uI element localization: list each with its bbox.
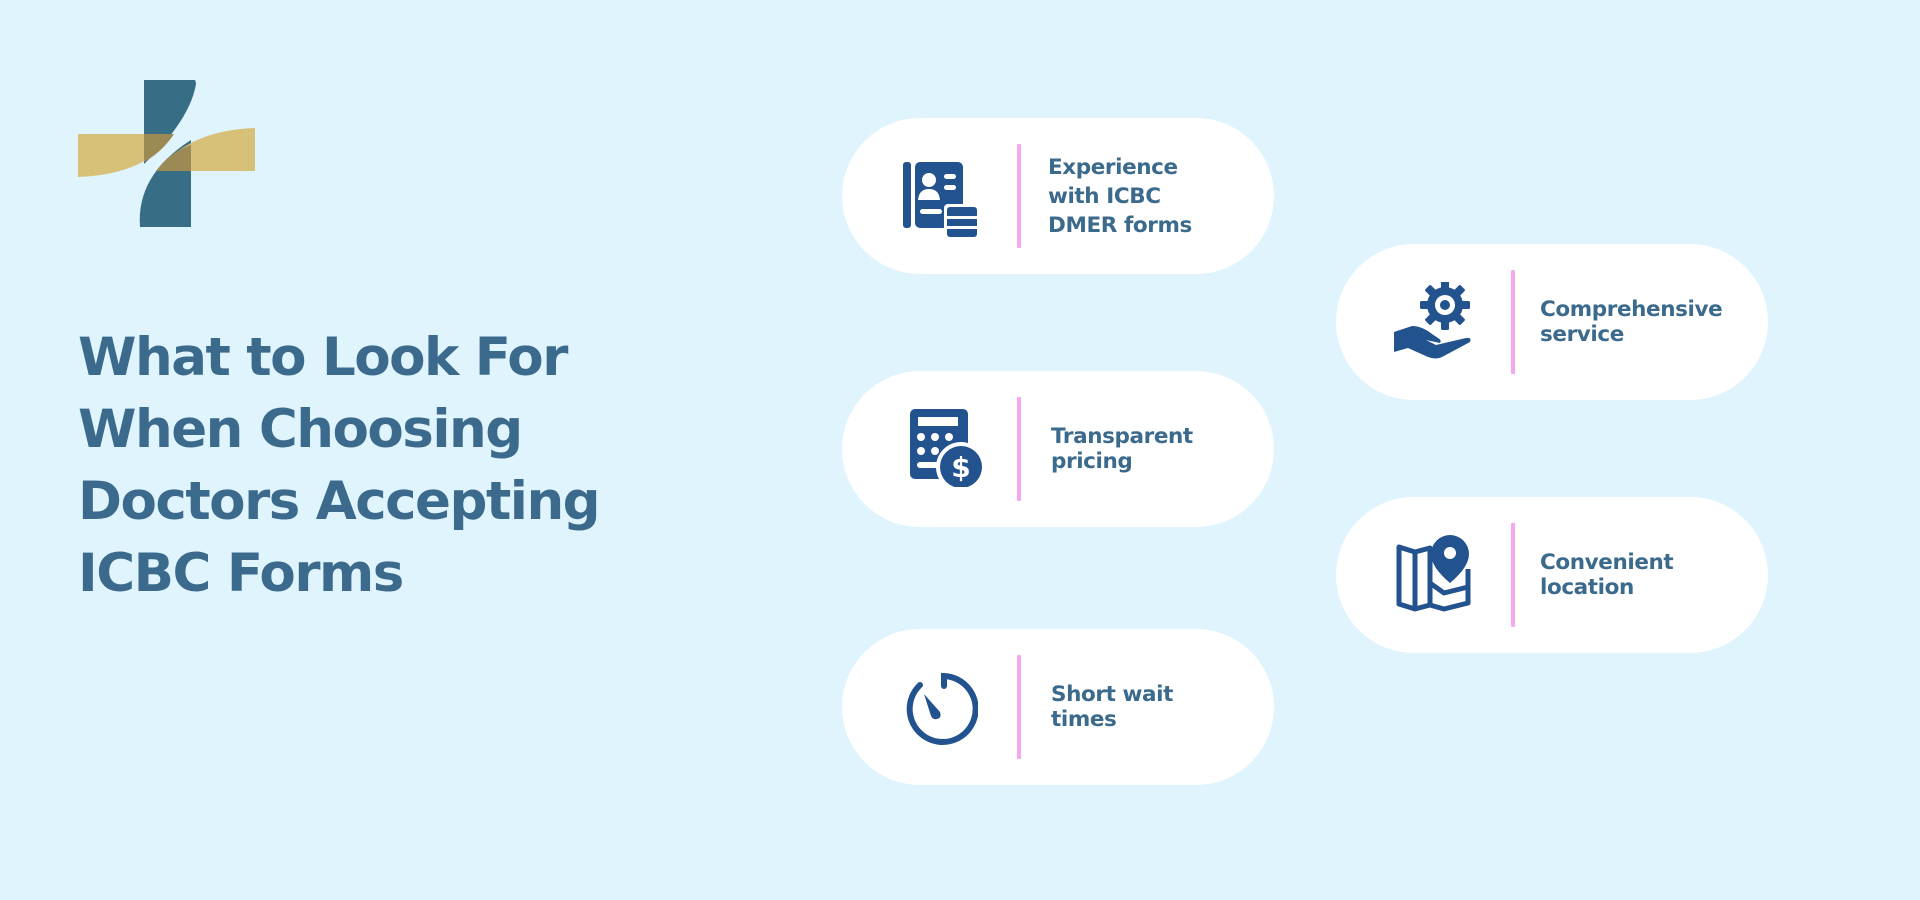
feature-label-line: times [1051,707,1117,732]
medical-cross-logo-icon [78,80,255,227]
divider [1511,270,1515,374]
map-pin-icon [1396,535,1471,612]
calculator-dollar-icon: $ [910,409,984,487]
feature-label-line: service [1540,322,1624,347]
title-line: Doctors Accepting [78,471,601,532]
feature-label: Experience with ICBC DMER forms [1048,118,1258,274]
feature-card-convenient-location: Convenient location [1336,497,1768,653]
feature-label: Short wait times [1051,629,1261,785]
feature-label-line: pricing [1051,449,1133,474]
feature-label-line: Short wait [1051,682,1173,707]
feature-label: Transparent pricing [1051,371,1261,527]
feature-label-line: Transparent [1051,424,1193,449]
feature-label-line: Comprehensive [1540,297,1723,322]
feature-card-short-wait-times: Short wait times [842,629,1274,785]
title-line: ICBC Forms [78,543,404,604]
title-line: When Choosing [78,399,523,460]
timer-icon [906,672,978,745]
hand-gear-icon [1394,282,1471,359]
feature-label: Comprehensive service [1540,244,1750,400]
feature-label-line: DMER forms [1048,212,1192,238]
page-title: What to Look For When Choosing Doctors A… [78,322,601,610]
divider [1017,144,1021,248]
divider [1511,523,1515,627]
feature-label-line: Experience [1048,154,1178,180]
feature-card-transparent-pricing: $ Transparent pricing [842,371,1274,527]
feature-card-comprehensive-service: Comprehensive service [1336,244,1768,400]
title-line: What to Look For [78,327,568,388]
feature-label-line: Convenient [1540,550,1674,575]
divider [1017,397,1021,501]
feature-card-experience: Experience with ICBC DMER forms [842,118,1274,274]
feature-label: Convenient location [1540,497,1750,653]
divider [1017,655,1021,759]
feature-label-line: with ICBC [1048,183,1161,209]
feature-label-line: location [1540,575,1634,600]
svg-text:$: $ [951,451,970,484]
id-card-document-icon [903,162,978,239]
